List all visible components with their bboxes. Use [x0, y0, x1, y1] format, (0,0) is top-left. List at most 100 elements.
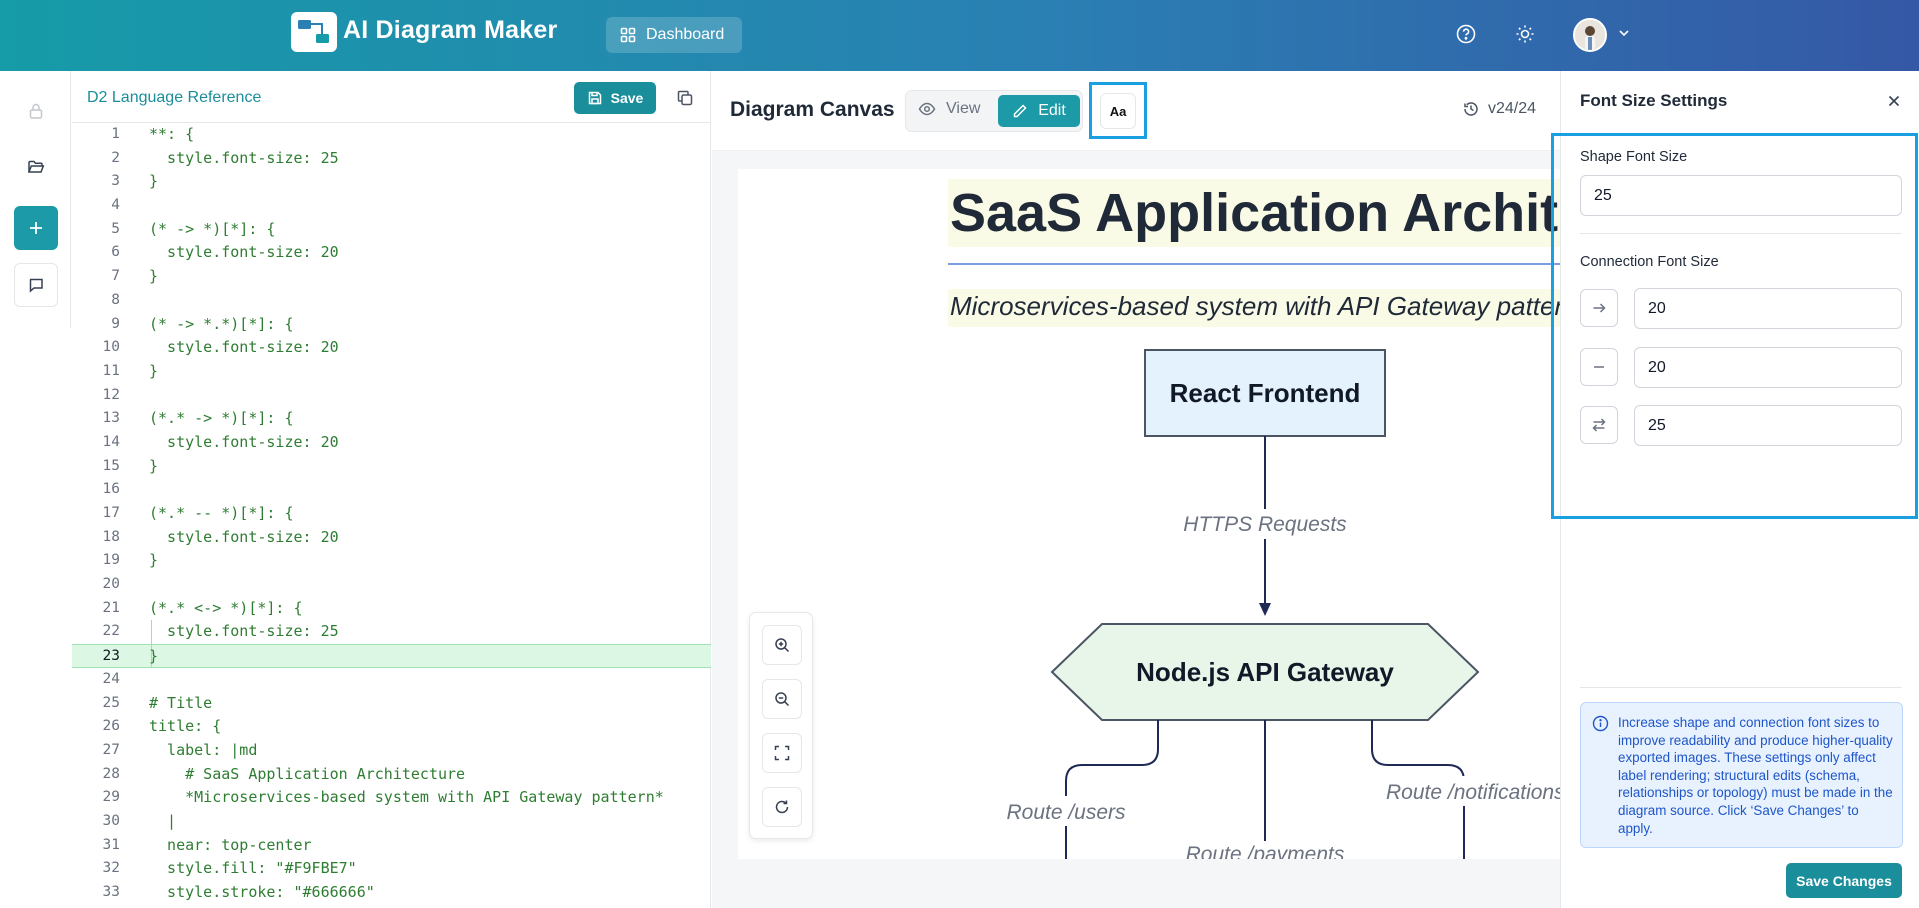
line-number: 19	[72, 549, 120, 573]
code-line[interactable]: 29 *Microservices-based system with API …	[72, 786, 711, 810]
code-line[interactable]: 26title: {	[72, 715, 711, 739]
code-line[interactable]: 27 label: |md	[72, 739, 711, 763]
code-line[interactable]: 4	[72, 194, 711, 218]
diagram-area[interactable]: SaaS Application Architecture Microservi…	[738, 169, 1560, 859]
line-number: 23	[72, 645, 120, 669]
edit-label: Edit	[1038, 102, 1066, 120]
line-content: label: |md	[149, 739, 257, 763]
line-number: 32	[72, 857, 120, 881]
code-line[interactable]: 30 |	[72, 810, 711, 834]
code-line[interactable]: 20	[72, 573, 711, 597]
save-button[interactable]: Save	[574, 82, 656, 114]
bidirectional-connection-font-input[interactable]: 25	[1634, 405, 1902, 446]
chevron-down-icon[interactable]	[1617, 26, 1631, 40]
code-line[interactable]: 21(*.* <-> *)[*]: {	[72, 597, 711, 621]
code-line[interactable]: 7}	[72, 265, 711, 289]
code-line[interactable]: 25# Title	[72, 692, 711, 716]
line-number: 10	[72, 336, 120, 360]
chat-button[interactable]	[14, 263, 58, 307]
eye-icon	[918, 100, 936, 118]
line-content: near: top-center	[149, 834, 312, 858]
code-line[interactable]: 14 style.font-size: 20	[72, 431, 711, 455]
node-api-gateway-label: Node.js API Gateway	[1136, 657, 1394, 687]
line-number: 1	[72, 123, 120, 147]
code-area[interactable]: 1**: {2 style.font-size: 253}45(* -> *)[…	[72, 123, 711, 905]
code-line[interactable]: 1**: {	[72, 123, 711, 147]
line-number: 15	[72, 455, 120, 479]
code-line[interactable]: 32 style.fill: "#F9FBE7"	[72, 857, 711, 881]
lock-button[interactable]	[14, 89, 58, 133]
new-diagram-button[interactable]	[14, 206, 58, 250]
version-history[interactable]: v24/24	[1462, 100, 1536, 118]
line-number: 31	[72, 834, 120, 858]
fit-to-screen-button[interactable]	[762, 733, 802, 773]
code-line[interactable]: 10 style.font-size: 20	[72, 336, 711, 360]
edge-https-label: HTTPS Requests	[1183, 513, 1347, 536]
copy-button[interactable]	[672, 85, 698, 111]
code-line[interactable]: 16	[72, 478, 711, 502]
zoom-in-button[interactable]	[762, 625, 802, 665]
line-number: 26	[72, 715, 120, 739]
settings-footer-divider	[1580, 687, 1902, 688]
code-line[interactable]: 11}	[72, 360, 711, 384]
code-line[interactable]: 12	[72, 384, 711, 408]
code-line[interactable]: 19}	[72, 549, 711, 573]
zoom-controls	[749, 612, 813, 839]
line-content: }	[149, 549, 158, 573]
code-line[interactable]: 18 style.font-size: 20	[72, 526, 711, 550]
edge-payments-label: Route /payments	[1186, 843, 1345, 859]
line-content: style.fill: "#F9FBE7"	[149, 857, 357, 881]
code-line[interactable]: 22 style.font-size: 25	[72, 620, 711, 644]
help-icon[interactable]	[1454, 22, 1478, 46]
code-line[interactable]: 6 style.font-size: 20	[72, 241, 711, 265]
code-line[interactable]: 33 style.stroke: "#666666"	[72, 881, 711, 905]
dashboard-button[interactable]: Dashboard	[606, 17, 742, 53]
code-line[interactable]: 23}	[72, 644, 711, 668]
view-toggle-button[interactable]: View	[918, 100, 980, 118]
line-content: |	[149, 810, 176, 834]
code-line[interactable]: 2 style.font-size: 25	[72, 147, 711, 171]
font-size-icon: Aa	[1110, 104, 1127, 119]
directed-connection-font-input[interactable]: 20	[1634, 288, 1902, 329]
plus-icon	[28, 220, 44, 236]
undirected-connection-font-input[interactable]: 20	[1634, 347, 1902, 388]
line-content: (*.* <-> *)[*]: {	[149, 597, 303, 621]
close-settings-button[interactable]	[1886, 93, 1902, 109]
zoom-out-button[interactable]	[762, 679, 802, 719]
code-line[interactable]: 3}	[72, 170, 711, 194]
theme-sun-icon[interactable]	[1513, 22, 1537, 46]
save-changes-button[interactable]: Save Changes	[1786, 863, 1902, 898]
canvas-toolbar: Diagram Canvas View Edit	[712, 71, 1560, 151]
code-editor-panel: D2 Language Reference Save 1**: {2 style…	[72, 71, 711, 908]
line-number: 33	[72, 881, 120, 905]
code-line[interactable]: 28 # SaaS Application Architecture	[72, 763, 711, 787]
code-line[interactable]: 5(* -> *)[*]: {	[72, 218, 711, 242]
shape-font-size-input[interactable]: 25	[1580, 175, 1902, 216]
line-number: 28	[72, 763, 120, 787]
code-line[interactable]: 9(* -> *.*)[*]: {	[72, 313, 711, 337]
code-line[interactable]: 17(*.* -- *)[*]: {	[72, 502, 711, 526]
info-icon	[1592, 715, 1609, 732]
version-label: v24/24	[1488, 100, 1536, 118]
pencil-icon	[1012, 103, 1028, 119]
d2-reference-link[interactable]: D2 Language Reference	[87, 89, 261, 107]
line-number: 12	[72, 384, 120, 408]
code-line[interactable]: 24	[72, 668, 711, 692]
line-number: 5	[72, 218, 120, 242]
edit-toggle-button[interactable]: Edit	[998, 95, 1080, 127]
line-content: # Title	[149, 692, 212, 716]
close-icon	[1886, 93, 1902, 109]
history-icon	[1462, 100, 1480, 118]
code-line[interactable]: 13(*.* -> *)[*]: {	[72, 407, 711, 431]
user-avatar[interactable]	[1573, 18, 1607, 52]
reset-view-button[interactable]	[762, 787, 802, 827]
font-size-settings-button[interactable]: Aa	[1100, 93, 1136, 129]
code-line[interactable]: 31 near: top-center	[72, 834, 711, 858]
open-folder-button[interactable]	[14, 145, 58, 189]
connection-font-size-label: Connection Font Size	[1580, 254, 1719, 270]
code-line[interactable]: 8	[72, 289, 711, 313]
editor-toolbar: D2 Language Reference Save	[72, 71, 710, 123]
code-line[interactable]: 15}	[72, 455, 711, 479]
line-number: 6	[72, 241, 120, 265]
line-number: 27	[72, 739, 120, 763]
